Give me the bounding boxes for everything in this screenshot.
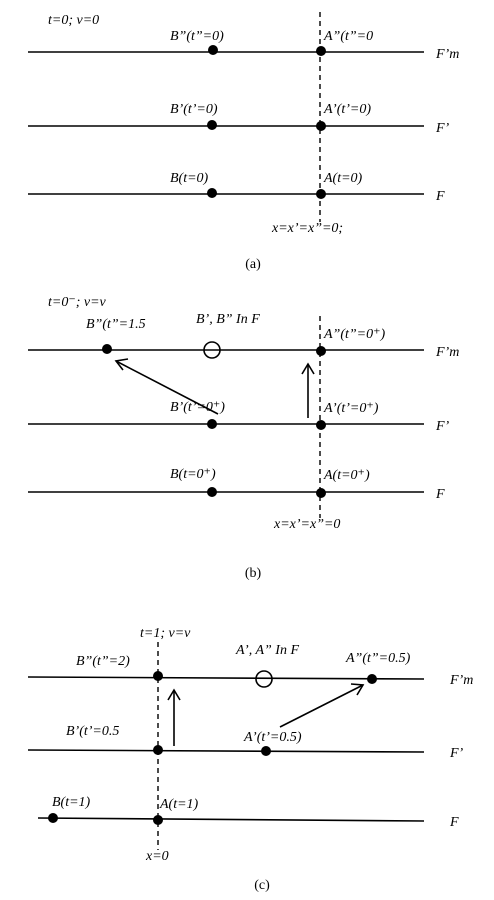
panel-c-arrow-b-head [167, 688, 181, 701]
panel-b-label-b-bot: B(t=0⁺) [170, 467, 216, 482]
panel-a-point-b-top [208, 45, 218, 55]
panel-b-arrow-a-head [301, 362, 315, 375]
panel-b-point-a-bot [316, 488, 326, 498]
panel-b-point-b-mid [207, 419, 217, 429]
panel-b-label-b-top: B”(t”=1.5 [86, 317, 146, 332]
panel-c-point-b-mid [153, 745, 163, 755]
panel-c-label-a-bot: A(t=1) [159, 797, 199, 812]
panel-a-point-b-mid [207, 120, 217, 130]
panel-a-label-a-bot: A(t=0) [323, 171, 363, 186]
panel-a-frame-fprime: F’ [435, 121, 450, 136]
panel-b-label-a-bot: A(t=0⁺) [323, 468, 370, 483]
panel-b-frame-f: F [435, 487, 445, 502]
panel-b-point-a-top [316, 346, 326, 356]
panel-b-axis-label: x=x’=x”=0 [273, 517, 340, 532]
panel-b-arrow-b-shift [115, 360, 219, 415]
panel-c-ring-a-in-f [255, 670, 273, 688]
panel-c-label-a-top: A”(t”=0.5) [345, 651, 411, 666]
panel-a-axis-label: x=x’=x”=0; [271, 221, 343, 236]
panel-b-point-b-top [102, 344, 112, 354]
panel-a-caption: (a) [245, 257, 261, 272]
panel-c-point-a-mid [261, 746, 271, 756]
panel-a-label-a-top: A”(t”=0 [323, 29, 373, 44]
panel-c-label-b-mid: B’(t’=0.5 [66, 724, 119, 739]
panel-c-arrow-a-head [350, 683, 365, 696]
panel-c-line-fm [27, 676, 425, 680]
panel-c-label-b-bot: B(t=1) [52, 795, 91, 810]
panel-c-frame-fm: F’m [449, 673, 473, 688]
panel-c: t=1; v=v B”(t”=2) A’, A” In F A”(t”=0.5)… [27, 626, 473, 893]
panel-c-point-b-top [153, 671, 163, 681]
panel-c-frame-fprime: F’ [449, 746, 464, 761]
panel-b-label-b-mid: B’(t’=0⁺) [170, 400, 225, 415]
panel-b-label-ring: B’, B” In F [196, 312, 260, 327]
panel-b-point-b-bot [207, 487, 217, 497]
panel-a-point-a-bot [316, 189, 326, 199]
panel-a-header: t=0; v=0 [48, 13, 99, 28]
panel-c-point-b-bot [48, 813, 58, 823]
panel-b-frame-fm: F’m [435, 345, 459, 360]
panel-b-label-a-top: A”(t”=0⁺) [323, 327, 386, 342]
panel-a-label-b-bot: B(t=0) [170, 171, 209, 186]
panel-a-frame-fm: F’m [435, 47, 459, 62]
panel-b-ring-b-in-f [203, 341, 221, 359]
panel-b-header: t=0⁻; v=v [48, 295, 107, 310]
panel-a-point-a-mid [316, 121, 326, 131]
panel-c-label-b-top: B”(t”=2) [76, 654, 130, 669]
panel-a: t=0; v=0 B”(t”=0) A”(t”=0 B’(t’=0) A’(t’… [28, 12, 459, 272]
panel-c-line-f [37, 817, 425, 822]
panel-c-point-a-bot [153, 815, 163, 825]
panel-b-arrow-b-head [114, 358, 129, 371]
panel-c-point-a-top [367, 674, 377, 684]
panel-a-label-a-mid: A’(t’=0) [323, 102, 371, 117]
panel-b-label-a-mid: A’(t’=0⁺) [323, 401, 379, 416]
panel-c-line-fprime [27, 749, 425, 753]
panel-c-frame-f: F [449, 815, 459, 830]
panel-a-point-a-top [316, 46, 326, 56]
panel-a-point-b-bot [207, 188, 217, 198]
panel-b: t=0⁻; v=v B”(t”=1.5 B’, B” In F A”(t”=0⁺… [28, 295, 459, 581]
panel-c-label-a-mid: A’(t’=0.5) [243, 730, 302, 745]
panel-a-frame-f: F [435, 189, 445, 204]
panel-a-label-b-mid: B’(t’=0) [170, 102, 218, 117]
panel-c-arrow-a-shift [279, 684, 364, 728]
panel-c-label-ring: A’, A” In F [235, 643, 299, 658]
panel-c-caption: (c) [254, 878, 270, 893]
panel-c-header: t=1; v=v [140, 626, 191, 641]
panel-b-caption: (b) [245, 566, 262, 581]
panel-a-label-b-top: B”(t”=0) [170, 29, 224, 44]
panel-b-point-a-mid [316, 420, 326, 430]
panel-b-frame-fprime: F’ [435, 419, 450, 434]
panel-c-axis-label: x=0 [145, 849, 169, 864]
